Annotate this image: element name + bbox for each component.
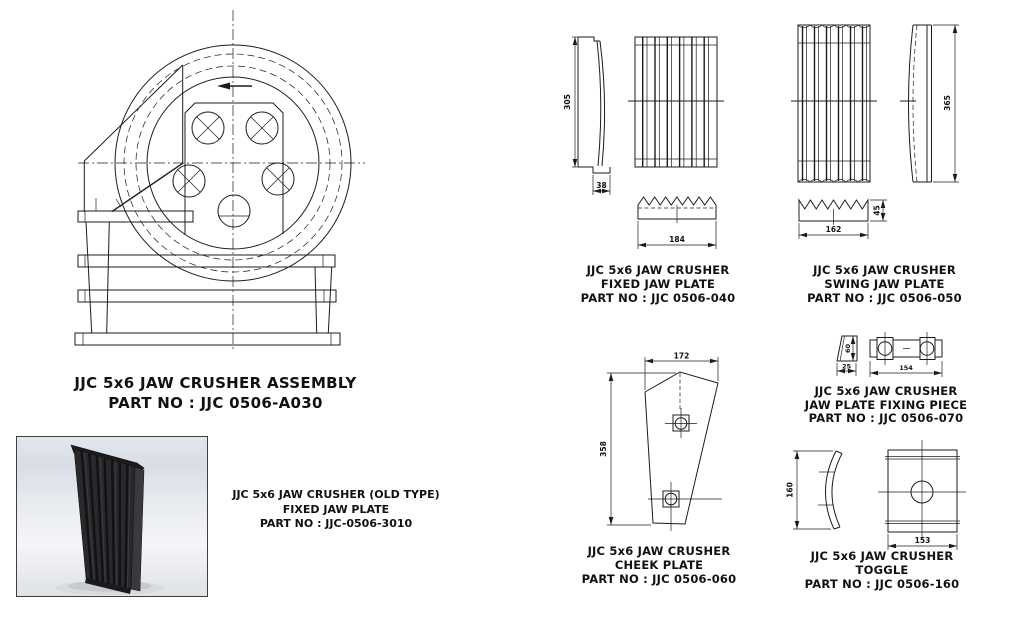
swing-jaw-tooth-dim: 45 (873, 205, 882, 215)
cheek-top-width-dim: 172 (674, 352, 690, 361)
fixed-jaw-title-line2: FIXED JAW PLATE (600, 277, 716, 291)
cheek-title-line1: JJC 5x6 JAW CRUSHER (587, 544, 731, 558)
swing-jaw-title: JJC 5x6 JAW CRUSHER SWING JAW PLATE PART… (797, 263, 972, 305)
base-frame (74, 210, 341, 346)
fixing-title-line1: JJC 5x6 JAW CRUSHER (814, 384, 958, 398)
swing-jaw-drawing: 365 45 162 (791, 24, 959, 239)
fixed-jaw-width-dim: 184 (669, 235, 685, 244)
fixing-piece-title: JJC 5x6 JAW CRUSHER JAW PLATE FIXING PIE… (797, 384, 975, 426)
assembly-drawing (74, 10, 365, 352)
old-type-caption-line2: FIXED JAW PLATE (282, 502, 390, 516)
fixing-depth-dim: 25 (842, 363, 852, 371)
fixed-jaw-part-no: PART NO : JJC 0506-040 (580, 291, 736, 305)
toggle-drawing: 160 153 (786, 440, 966, 550)
fixing-title-line2: JAW PLATE FIXING PIECE (804, 397, 968, 412)
old-type-caption-line1: JJC 5x6 JAW CRUSHER (OLD TYPE) (232, 488, 440, 501)
cheek-height-dim: 358 (599, 441, 608, 457)
fixing-piece-drawing: 60 25 154 (836, 332, 943, 377)
assembly-title-line1: JJC 5x6 JAW CRUSHER ASSEMBLY (74, 374, 357, 392)
toggle-title-line2: TOGGLE (855, 563, 909, 577)
fixed-jaw-title: JJC 5x6 JAW CRUSHER FIXED JAW PLATE PART… (569, 263, 747, 305)
swing-jaw-ribs (801, 26, 867, 181)
cheek-plate-drawing: 172 358 (599, 352, 722, 531)
fixed-jaw-thickness-dim: 38 (596, 181, 606, 190)
swing-jaw-title-line2: SWING JAW PLATE (824, 277, 945, 291)
old-type-photo (16, 436, 208, 597)
cheek-part-no: PART NO : JJC 0506-060 (581, 572, 737, 586)
toggle-part-no: PART NO : JJC 0506-160 (804, 577, 960, 591)
toggle-width-dim: 153 (915, 536, 931, 545)
fixing-height-dim: 60 (844, 344, 852, 354)
old-type-part-no: PART NO : JJC-0506-3010 (259, 517, 413, 530)
toggle-height-dim: 160 (786, 482, 795, 498)
fixed-jaw-drawing: 305 38 184 (563, 36, 724, 249)
toggle-title-line1: JJC 5x6 JAW CRUSHER (810, 549, 954, 563)
swing-jaw-width-dim: 162 (826, 225, 842, 234)
old-type-caption: JJC 5x6 JAW CRUSHER (OLD TYPE) FIXED JAW… (206, 488, 466, 532)
flywheel-holes (172, 111, 295, 228)
fixed-jaw-title-line1: JJC 5x6 JAW CRUSHER (586, 263, 730, 277)
cheek-plate-title: JJC 5x6 JAW CRUSHER CHEEK PLATE PART NO … (574, 544, 744, 586)
old-type-plate-render (55, 444, 165, 595)
cheek-title-line2: CHEEK PLATE (614, 558, 704, 572)
fixing-part-no: PART NO : JJC 0506-070 (808, 411, 964, 425)
assembly-title: JJC 5x6 JAW CRUSHER ASSEMBLY PART NO : J… (28, 374, 403, 413)
swing-jaw-part-no: PART NO : JJC 0506-050 (807, 291, 962, 305)
fixing-length-dim: 154 (899, 364, 913, 372)
swing-jaw-height-dim: 365 (943, 95, 952, 111)
swing-jaw-title-line1: JJC 5x6 JAW CRUSHER (813, 263, 956, 277)
fixed-jaw-ribs (641, 37, 709, 167)
toggle-title: JJC 5x6 JAW CRUSHER TOGGLE PART NO : JJC… (797, 549, 967, 591)
fixed-jaw-height-dim: 305 (563, 94, 572, 110)
assembly-part-no: PART NO : JJC 0506-A030 (108, 393, 323, 412)
